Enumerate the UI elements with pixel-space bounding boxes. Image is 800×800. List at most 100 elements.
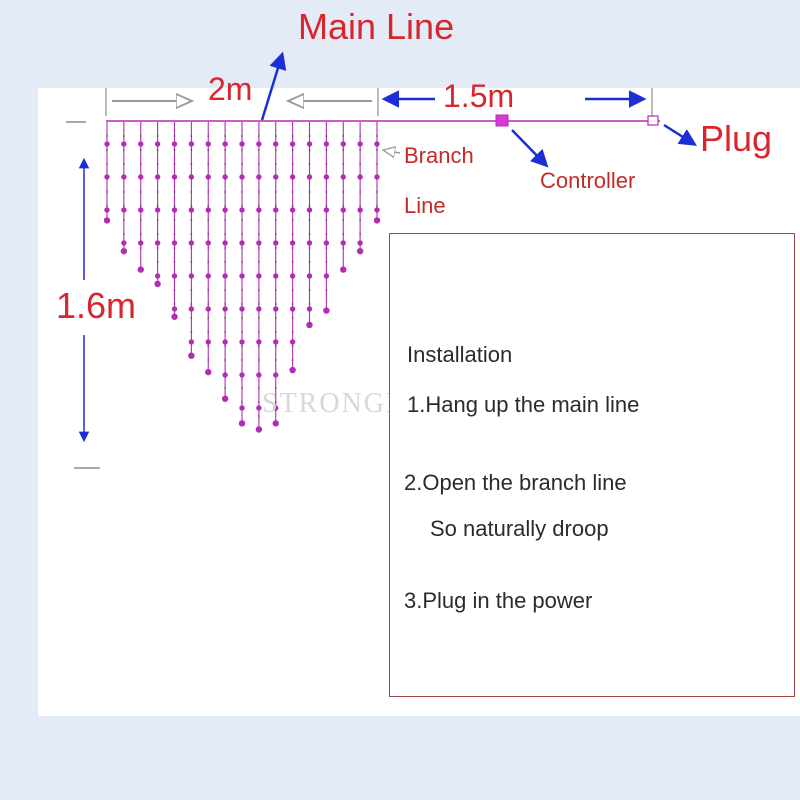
led-dot (106, 135, 108, 137)
led-dot (207, 149, 210, 151)
led-dot (241, 247, 243, 249)
led-dot (274, 191, 277, 193)
led-bead (256, 174, 262, 180)
led-dot (274, 233, 277, 235)
branch-label: Branch (404, 143, 474, 168)
led-end-bead (221, 395, 229, 402)
led-bead (154, 207, 161, 213)
led-bead (289, 141, 296, 147)
plug-arrow (663, 123, 697, 146)
led-dot (173, 261, 176, 263)
led-bead (273, 141, 279, 147)
led-dot (241, 219, 243, 221)
led-bead (273, 207, 279, 213)
led-dot (156, 149, 159, 151)
led-dot (274, 219, 277, 221)
led-dot (156, 191, 159, 193)
led-dot (224, 205, 227, 207)
led-dot (308, 219, 311, 221)
led-dot (257, 247, 260, 249)
led-bead (205, 273, 211, 279)
led-bead (340, 174, 346, 180)
led-dot (376, 191, 378, 193)
led-bead (374, 174, 380, 180)
led-dot (190, 205, 193, 207)
led-dot (257, 135, 260, 137)
led-dot (139, 205, 142, 207)
led-bead (222, 141, 228, 147)
led-dot (308, 163, 311, 165)
led-dot (325, 233, 328, 235)
led-bead (323, 207, 330, 213)
led-bead (138, 240, 144, 246)
led-bead (357, 207, 363, 213)
led-dot (156, 261, 159, 263)
led-bead (256, 405, 262, 411)
led-bead (222, 174, 228, 180)
led-bead (357, 174, 363, 180)
led-dot (122, 163, 125, 165)
led-dot (342, 149, 345, 151)
led-dot (257, 415, 260, 417)
led-dot (224, 261, 227, 263)
led-dot (359, 191, 362, 193)
led-dot (274, 149, 277, 151)
led-bead (289, 306, 296, 312)
led-dot (173, 191, 176, 193)
led-bead (239, 207, 245, 213)
led-dot (325, 261, 328, 263)
led-end-bead (373, 217, 381, 224)
led-dot (207, 331, 210, 333)
led-bead (138, 207, 144, 213)
led-dot (241, 317, 243, 319)
led-dot (207, 303, 210, 305)
led-bead (205, 174, 211, 180)
led-dot (122, 205, 125, 207)
led-end-bead (238, 420, 246, 427)
led-bead (306, 273, 313, 279)
led-dot (139, 219, 142, 221)
installation-step-2: 2.Open the branch line (404, 470, 627, 495)
led-dot (257, 401, 260, 403)
led-dot (241, 303, 243, 305)
controller-label: Controller (540, 168, 636, 193)
led-dot (291, 163, 294, 165)
led-bead (138, 174, 144, 180)
led-dot (106, 149, 108, 151)
led-dot (224, 331, 227, 333)
led-dot (291, 233, 294, 235)
led-bead (374, 141, 380, 147)
led-dot (308, 135, 311, 137)
led-bead (188, 339, 195, 345)
led-bead (306, 174, 313, 180)
led-bead (188, 273, 195, 279)
led-dot (122, 233, 125, 235)
led-dot (308, 205, 311, 207)
led-dot (241, 135, 243, 137)
led-bead (289, 273, 296, 279)
led-bead (340, 240, 346, 246)
led-dot (291, 247, 294, 249)
led-bead (222, 306, 228, 312)
led-dot (241, 345, 243, 347)
led-dot (291, 219, 294, 221)
led-bead (154, 240, 161, 246)
led-bead (273, 405, 279, 411)
led-dot (257, 149, 260, 151)
led-bead (222, 207, 228, 213)
led-dot (207, 163, 210, 165)
led-bead (340, 141, 346, 147)
led-bead (323, 141, 330, 147)
led-dot (257, 303, 260, 305)
led-dot (241, 261, 243, 263)
installation-step-3: 3.Plug in the power (404, 588, 593, 613)
led-dot (207, 233, 210, 235)
led-bead (239, 339, 245, 345)
led-bead (256, 273, 262, 279)
led-dot (241, 331, 243, 333)
led-dot (122, 219, 125, 221)
height-label: 1.6m (56, 285, 137, 326)
led-dot (308, 261, 311, 263)
led-bead (306, 141, 313, 147)
led-dot (274, 317, 277, 319)
